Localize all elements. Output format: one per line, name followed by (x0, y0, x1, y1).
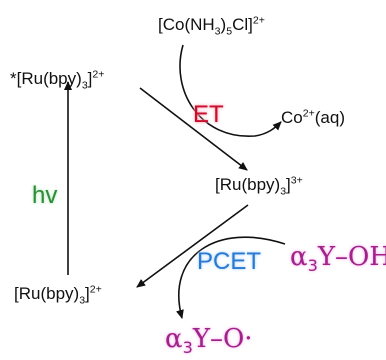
co-reduction-arrow (179, 44, 282, 137)
ru-3plus-label: [Ru(bpy)3]3+ (215, 174, 303, 198)
tyrosine-radical-label: α3Y–O· (165, 324, 253, 358)
co-product-label: Co2+(aq) (281, 107, 345, 127)
hv-label: hv (32, 182, 58, 209)
tyrosine-oh-label: α3Y–OH (290, 242, 386, 276)
reduction-arrow (136, 204, 249, 288)
pcet-label: PCET (197, 248, 262, 275)
et-label: ET (193, 101, 224, 128)
tyrosine-arrow (176, 236, 286, 319)
ru-excited-label: *[Ru(bpy)3]2+ (10, 68, 105, 92)
co-complex-label: [Co(NH3)5Cl]2+ (158, 14, 265, 38)
ru-ground-label: [Ru(bpy)3]2+ (14, 283, 102, 307)
oxidation-arrow (139, 87, 248, 171)
